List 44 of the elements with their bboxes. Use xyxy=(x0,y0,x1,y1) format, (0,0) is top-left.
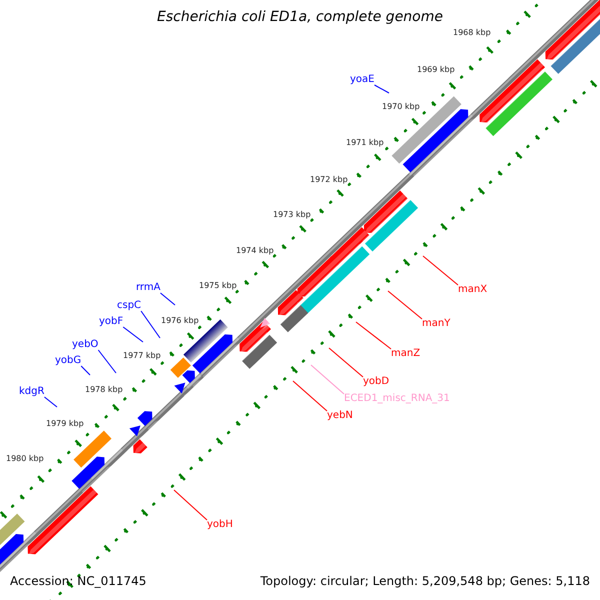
leader-line xyxy=(44,396,58,408)
position-label: 1968 kbp xyxy=(453,29,491,37)
title: Escherichia coli ED1a, complete genome xyxy=(156,10,444,24)
leader-line xyxy=(422,256,458,286)
leader-line xyxy=(356,322,392,350)
gene-label: manZ xyxy=(391,349,420,359)
gene-label: yobH xyxy=(207,520,233,530)
position-label: 1973 kbp xyxy=(273,211,311,219)
leader-line xyxy=(122,326,144,342)
leader-line xyxy=(98,350,116,374)
position-label: 1979 kbp xyxy=(46,420,84,428)
leader-line xyxy=(388,290,422,320)
gene-label: rrmA xyxy=(136,283,160,293)
leader-line xyxy=(174,490,208,520)
position-label: 1975 kbp xyxy=(199,282,237,290)
gene-label: kdgR xyxy=(19,387,44,397)
position-label: 1978 kbp xyxy=(85,386,123,394)
position-label: 1980 kbp xyxy=(6,455,44,463)
gene-label: yoaE xyxy=(350,75,374,85)
gene-label: yobD xyxy=(363,377,390,387)
leader-line xyxy=(140,310,160,338)
position-label: 1974 kbp xyxy=(236,247,274,255)
leader-line xyxy=(80,366,90,376)
gene-label: yobG xyxy=(55,356,82,366)
position-label: 1970 kbp xyxy=(382,103,420,111)
leader-line xyxy=(292,380,328,412)
leader-line xyxy=(160,292,176,306)
position-label: 1969 kbp xyxy=(417,66,455,74)
leader-line xyxy=(328,348,364,378)
gene-label: cspC xyxy=(117,301,142,311)
gene-label: yebO xyxy=(72,340,98,350)
position-label: 1976 kbp xyxy=(161,317,199,325)
gene-label: manY xyxy=(422,319,450,329)
leader-line xyxy=(374,84,390,94)
gene-label: ECED1_misc_RNA_31 xyxy=(344,394,450,404)
position-label: 1971 kbp xyxy=(346,139,384,147)
position-label: 1972 kbp xyxy=(310,176,348,184)
gene-label: yobF xyxy=(99,317,124,327)
leader-line xyxy=(310,364,344,394)
footer-text: Topology: circular; Length: 5,209,548 bp; Genes: 5,118 xyxy=(260,575,590,587)
position-label: 1977 kbp xyxy=(123,352,161,360)
gene-label: yebN xyxy=(327,411,353,421)
gene-label: manX xyxy=(458,285,488,295)
footer-text: Accession: NC_011745 xyxy=(10,575,146,587)
